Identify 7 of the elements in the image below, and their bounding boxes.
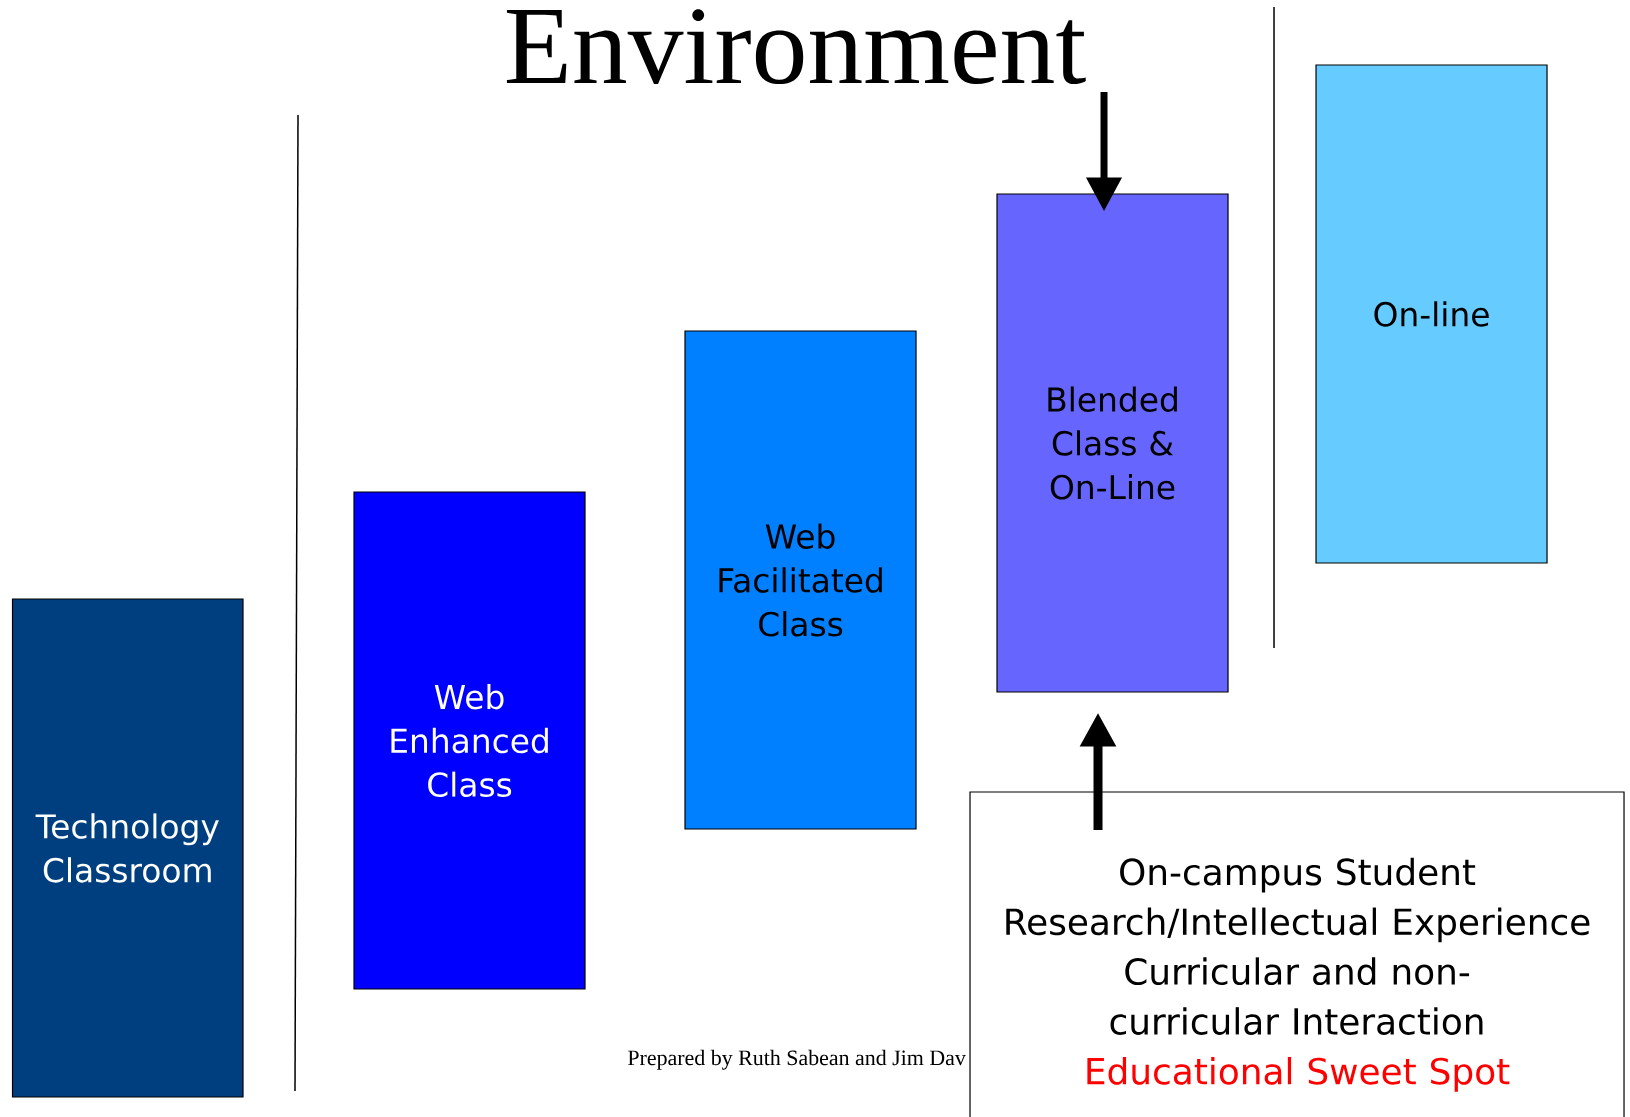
note-box: On-campus Student Research/Intellectual Experience Curricular and non-curricular Interaction Educational Sweet Spot — [969, 791, 1625, 1117]
stage-box: Technology Classroom — [11, 598, 244, 1098]
title: Environment — [506, 9, 1086, 85]
stage-box: Web Enhanced Class — [353, 491, 586, 990]
stage-box: Blended Class & On-Line — [996, 193, 1229, 693]
stage-box: Web Facilitated Class — [684, 330, 917, 830]
stage-box: On-line — [1315, 64, 1548, 564]
